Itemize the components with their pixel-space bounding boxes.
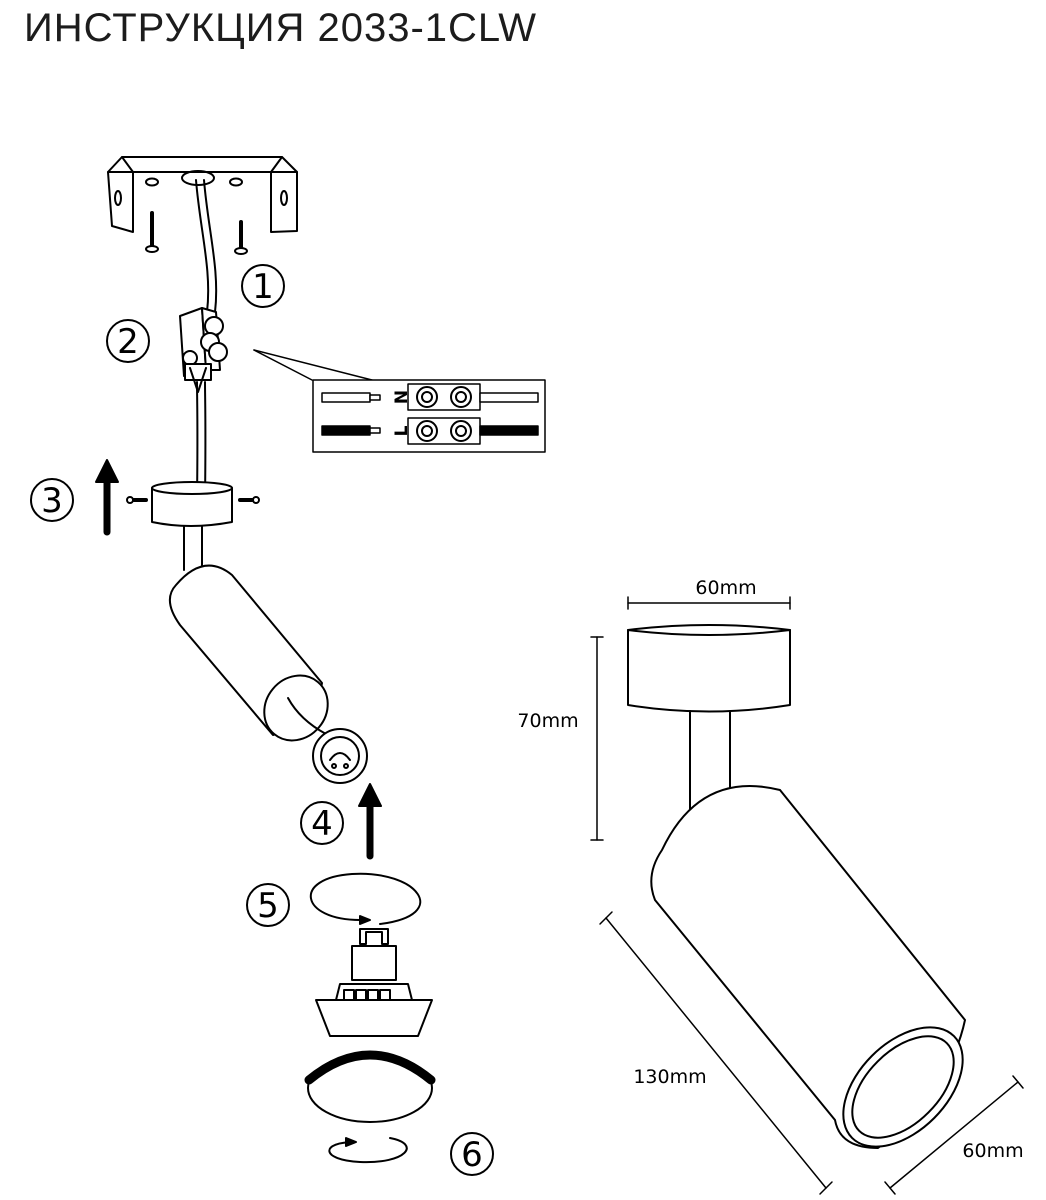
document-title: ИНСТРУКЦИЯ 2033-1CLW (24, 6, 537, 50)
mounting-bracket (107, 156, 298, 233)
rotate-arrow-icon (309, 872, 421, 925)
step-2-label: 2 (117, 322, 139, 362)
gu10-bulb (315, 928, 433, 1037)
base-width-label: 60mm (695, 577, 756, 599)
step-3-label: 3 (41, 481, 63, 521)
lamp-holder (287, 697, 368, 784)
step-circle (241, 264, 285, 308)
terminal-block (179, 307, 228, 393)
neutral-terminal-label: N (392, 390, 412, 404)
step-circle (30, 478, 74, 522)
step-4-label: 4 (311, 804, 333, 844)
step-circle (300, 801, 344, 845)
canopy (126, 481, 260, 527)
step-1-label: 1 (252, 267, 274, 307)
body-length-label: 130mm (633, 1066, 706, 1088)
wiring-detail (312, 379, 546, 453)
step-circle (106, 319, 150, 363)
step-6-label: 6 (461, 1135, 483, 1175)
lamp-stem (183, 525, 203, 571)
base-height-label: 70mm (517, 710, 578, 732)
live-terminal-label: L (392, 425, 412, 436)
screw-icon (234, 220, 248, 255)
screw-icon (145, 211, 159, 253)
up-arrow-icon (358, 783, 382, 860)
up-arrow-icon (95, 459, 119, 536)
step-circle (246, 883, 290, 927)
spotlight-body (169, 564, 329, 742)
dimension-drawing (590, 596, 1024, 1195)
rotate-arrow-icon (328, 1137, 408, 1164)
front-glass (304, 1050, 436, 1123)
body-diameter-label: 60mm (962, 1140, 1023, 1162)
step-5-label: 5 (257, 886, 279, 926)
step-circle (450, 1132, 494, 1176)
